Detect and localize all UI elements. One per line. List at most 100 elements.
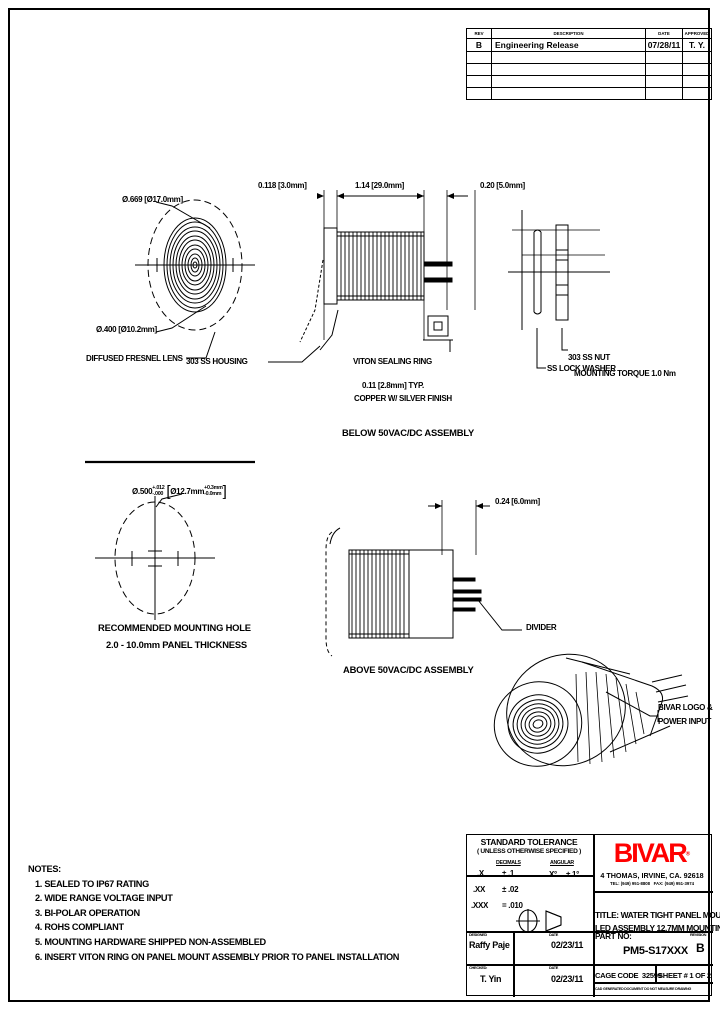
designed-date-label: DATE xyxy=(549,932,559,937)
divider xyxy=(593,875,595,892)
company-contact: TEL: (949) 951-8808 FAX: (949) 951-3974 xyxy=(596,881,708,886)
terminal-pin-1 xyxy=(423,261,453,267)
table-row: B Engineering Release 07/28/11 T. Y. xyxy=(466,38,712,52)
leader-lens xyxy=(186,331,216,359)
leader-inner-dia xyxy=(155,305,207,333)
angular-header: ANGULAR xyxy=(550,860,574,866)
divider xyxy=(593,931,595,997)
tolerance-place-angular: X° xyxy=(549,870,557,879)
tolerance-subtitle: ( UNLESS OTHERWISE SPECIFIED ) xyxy=(476,848,582,855)
table-row xyxy=(466,87,712,100)
front-outer-diameter-label: Ø.669 [Ø17.0mm] xyxy=(122,195,183,204)
drawing-title-line-2: LED ASSEMBLY 12.7MM MOUNTING xyxy=(595,923,720,933)
mounting-hole-metric-tolerance: +0.3mm -0.0mm xyxy=(204,485,223,497)
terminal-pin-2 xyxy=(423,277,453,283)
drawing-title-line-1: TITLE: WATER TIGHT PANEL MOUNT xyxy=(595,911,720,920)
housing-material-label: 303 SS HOUSING xyxy=(186,357,248,366)
bivar-logo: BIVAR® xyxy=(596,838,708,869)
mounting-torque-label: MOUNTING TORQUE 1.0 Nm xyxy=(574,369,676,378)
tolerance-place-xx: .XX xyxy=(473,885,485,894)
drawing-geometry xyxy=(85,190,689,767)
mounting-hole-dimension: Ø.500 +.012 -.000 [Ø12.7mm +0.3mm -0.0mm… xyxy=(132,483,227,500)
note-item: 4. ROHS COMPLIANT xyxy=(35,922,124,933)
notes-block: NOTES: 1. SEALED TO IP67 RATING 2. WIDE … xyxy=(28,862,399,964)
table-row xyxy=(466,63,712,76)
bracket-open-icon: [ xyxy=(166,483,171,500)
isometric-view xyxy=(493,653,689,767)
note-item: 1. SEALED TO IP67 RATING xyxy=(35,878,149,889)
divider xyxy=(593,982,713,984)
title-label: TITLE: xyxy=(595,910,619,920)
divider xyxy=(467,964,713,966)
flange-thickness-dimension: 0.118 [3.0mm] xyxy=(258,181,307,190)
tolerance-value-angular: ± 1° xyxy=(566,870,580,879)
note-item: 2. WIDE RANGE VOLTAGE INPUT xyxy=(35,893,173,904)
pin-material-label: COPPER W/ SILVER FINISH xyxy=(354,394,452,403)
cage-code-value: 32599 xyxy=(641,971,662,980)
notes-heading: NOTES: xyxy=(28,864,61,874)
tolerance-value-x: ± .1 xyxy=(502,869,515,878)
revision-value: B xyxy=(696,941,705,955)
designed-label: DESIGNED xyxy=(469,932,487,937)
nut-material-label: 303 SS NUT xyxy=(568,353,610,362)
decimals-header: DECIMALS xyxy=(496,860,521,866)
title-value-1: WATER TIGHT PANEL MOUNT xyxy=(620,910,720,920)
lock-washer-label: SS LOCK WASHER xyxy=(547,364,616,373)
designed-date-value: 02/23/11 xyxy=(551,940,584,950)
mounting-hole-metric-plus: +0.3mm xyxy=(204,485,223,492)
pin-length-dimension: 0.20 [5.0mm] xyxy=(480,181,525,190)
cad-disclaimer: CAD GENERATED DOCUMENT DO NOT MEASURE DR… xyxy=(595,987,692,991)
leader-outer-dia xyxy=(155,201,211,229)
bivar-logo-callout-line-2: POWER INPUT xyxy=(658,717,712,726)
mounting-hole-tol-plus: +.012 xyxy=(152,485,165,492)
divider xyxy=(513,931,515,997)
bivar-logo-callout-line-1: BIVAR LOGO & xyxy=(658,703,713,712)
mounting-hole-tol-minus: -.000 xyxy=(152,490,164,497)
threaded-body xyxy=(336,231,425,301)
mounting-hole-dim-main: Ø.500 xyxy=(132,486,153,496)
drawing-sheet: REV DESCRIPTION DATE APPROVED B Engineer… xyxy=(8,8,720,1002)
company-address: 4 THOMAS, IRVINE, CA. 92618 xyxy=(600,871,704,880)
table-row xyxy=(466,51,712,64)
note-item: 6. INSERT VITON RING ON PANEL MOUNT ASSE… xyxy=(35,951,400,962)
divider-dimension: 0.24 [6.0mm] xyxy=(495,497,540,506)
fresnel-lens-label: DIFFUSED FRESNEL LENS xyxy=(86,354,183,363)
flange-plate xyxy=(323,227,338,305)
checked-date-label: DATE xyxy=(549,965,559,970)
checked-label: CHECKED: xyxy=(469,965,488,970)
divider-label: DIVIDER xyxy=(526,623,557,632)
part-number-label: PART NO: xyxy=(595,932,632,941)
body-length-dimension: 1.14 [29.0mm] xyxy=(355,181,405,190)
revision-label: REVISION xyxy=(690,932,707,937)
company-telephone: TEL: (949) 951-8808 xyxy=(609,881,651,886)
revision-header-row: REV DESCRIPTION DATE APPROVED xyxy=(466,28,712,39)
front-inner-diameter-label: Ø.400 [Ø10.2mm] xyxy=(96,325,157,334)
below-assembly-caption: BELOW 50VAC/DC ASSEMBLY xyxy=(342,427,475,438)
divider xyxy=(467,931,713,933)
tolerance-value-xx: ± .02 xyxy=(502,885,519,894)
company-fax: FAX: (949) 951-3974 xyxy=(653,881,695,886)
part-number-value: PM5-S17XXX xyxy=(623,945,688,957)
revision-cell-empty xyxy=(682,87,712,100)
above-body-block xyxy=(408,549,454,639)
pin-size-label: 0.11 [2.8mm] TYP. xyxy=(362,381,424,390)
viton-ring-label: VITON SEALING RING xyxy=(353,357,432,366)
divider xyxy=(655,964,657,982)
checked-value: T. Yin xyxy=(480,974,502,984)
mounting-hole-caption-1: RECOMMENDED MOUNTING HOLE xyxy=(98,622,251,633)
designed-value: Raffy Paje xyxy=(469,940,510,950)
tolerance-title: STANDARD TOLERANCE xyxy=(480,837,578,847)
tolerance-place-x: .X xyxy=(477,869,484,878)
cage-code: CAGE CODE 32599 xyxy=(595,972,662,980)
above-assembly-caption: ABOVE 50VAC/DC ASSEMBLY xyxy=(343,664,474,675)
bivar-logo-text: BIVAR xyxy=(613,838,688,868)
title-block xyxy=(466,834,713,997)
divider xyxy=(593,891,713,893)
note-item: 3. BI-POLAR OPERATION xyxy=(35,907,140,918)
tolerance-value-xxx: = .010 xyxy=(502,901,523,910)
mounting-hole-dim-metric: Ø12.7mm xyxy=(170,486,205,496)
sheet-number: SHEET # 1 OF 2 xyxy=(658,971,711,980)
mounting-hole-metric-minus: -0.0mm xyxy=(204,490,222,497)
company-block: BIVAR® 4 THOMAS, IRVINE, CA. 92618 TEL: … xyxy=(596,838,708,886)
trademark-icon: ® xyxy=(685,851,691,858)
